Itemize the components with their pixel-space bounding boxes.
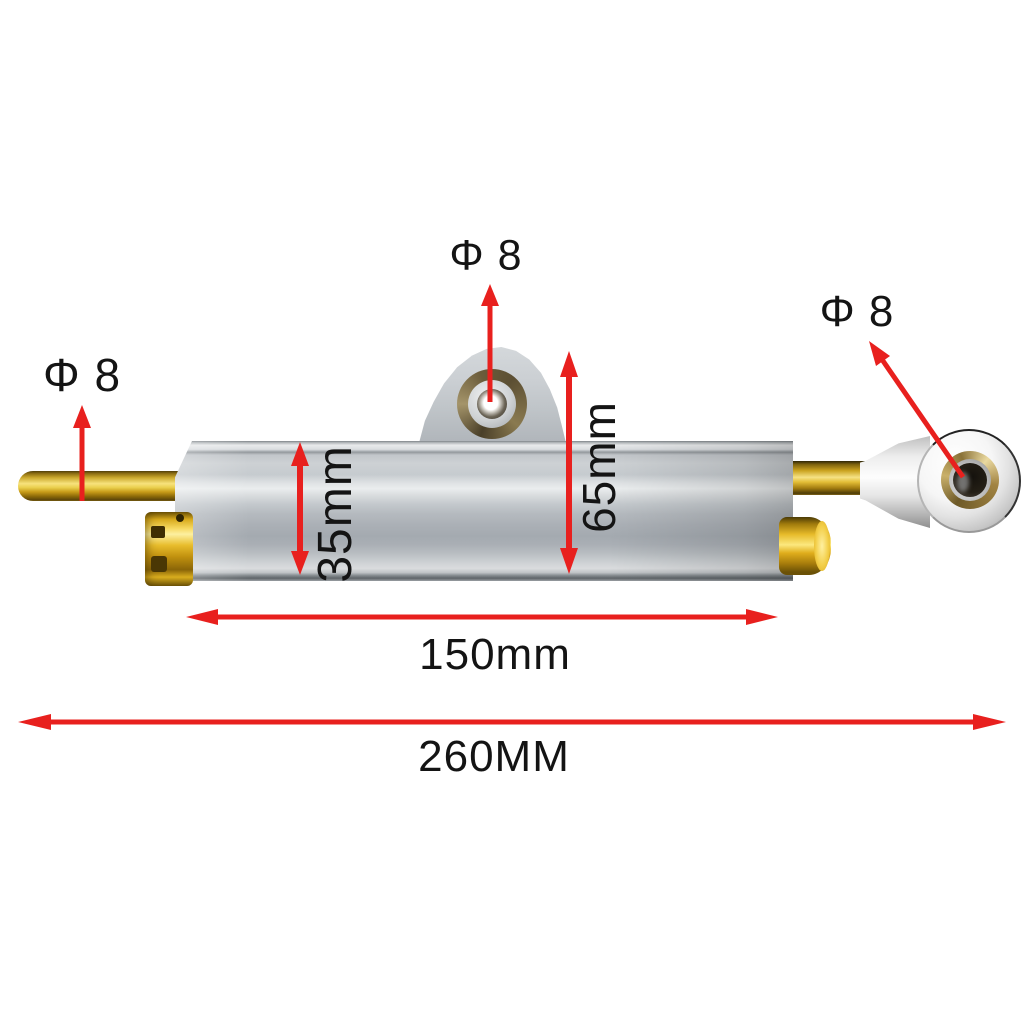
label-dim-65mm: 65mm bbox=[573, 401, 625, 533]
arrow-diameter-left bbox=[73, 405, 91, 501]
label-diameter-right: Φ 8 bbox=[819, 287, 895, 336]
arrow-diameter-top bbox=[481, 284, 499, 402]
label-diameter-top: Φ 8 bbox=[449, 231, 523, 280]
damper-body bbox=[175, 441, 793, 581]
arrow-diameter-right bbox=[869, 341, 966, 479]
label-diameter-left: Φ 8 bbox=[42, 349, 122, 401]
adjuster-knob-notch bbox=[151, 526, 165, 538]
adjuster-knob bbox=[145, 512, 193, 586]
arrow-dim-65mm bbox=[560, 351, 578, 574]
arrow-dim-260mm bbox=[18, 714, 1006, 730]
adjuster-knob-pin bbox=[176, 514, 184, 522]
damper-rod-left bbox=[18, 471, 184, 501]
label-dim-150mm: 150mm bbox=[419, 630, 571, 679]
label-dim-35mm: 35mm bbox=[309, 445, 362, 583]
arrow-dim-150mm bbox=[186, 609, 778, 625]
adjuster-knob-notch bbox=[151, 556, 167, 572]
arrow-dim-35mm bbox=[291, 442, 309, 575]
label-dim-260mm: 260MM bbox=[418, 732, 570, 781]
gold-end-cap-face bbox=[814, 521, 830, 571]
